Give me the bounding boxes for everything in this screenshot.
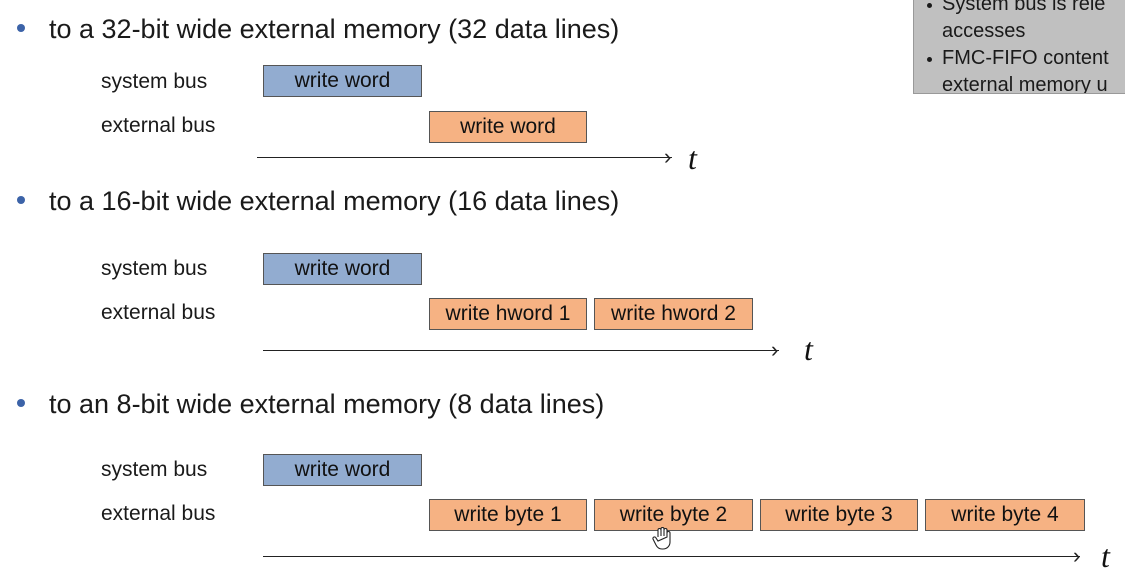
time-axis-label: t	[688, 140, 697, 176]
external-bus-write-box: write byte 3	[760, 499, 918, 531]
external-bus-write-box: write word	[429, 111, 587, 143]
note-line: System bus is rele	[924, 0, 1125, 18]
time-axis	[263, 556, 1080, 557]
time-axis-label: t	[1101, 538, 1110, 574]
bullet-icon	[17, 24, 25, 32]
arrow-head-icon: ›	[771, 337, 779, 362]
system-bus-label: system bus	[101, 257, 208, 280]
bullet-icon	[17, 399, 25, 407]
system-bus-label: system bus	[101, 70, 208, 93]
external-bus-write-box: write hword 2	[594, 298, 753, 330]
bullet-icon	[17, 196, 25, 204]
external-bus-write-box: write byte 2	[594, 499, 753, 531]
hand-cursor-icon	[652, 527, 671, 550]
note-line: accesses	[942, 20, 1026, 42]
time-axis-label: t	[804, 331, 813, 367]
system-bus-write-box: write word	[263, 253, 422, 285]
system-bus-label: system bus	[101, 458, 208, 481]
system-bus-write-box: write word	[263, 454, 422, 486]
external-bus-write-box: write byte 4	[925, 499, 1085, 531]
section-heading-32bit: to a 32-bit wide external memory (32 dat…	[49, 14, 620, 44]
external-bus-label: external bus	[101, 502, 216, 525]
time-axis	[257, 157, 672, 158]
system-bus-write-box: write word	[263, 65, 422, 97]
external-bus-label: external bus	[101, 114, 216, 137]
time-axis	[263, 350, 779, 351]
section-heading-16bit: to a 16-bit wide external memory (16 dat…	[49, 186, 620, 216]
arrow-head-icon: ›	[1073, 543, 1081, 568]
section-heading-8bit: to an 8-bit wide external memory (8 data…	[49, 389, 605, 419]
external-bus-write-box: write byte 1	[429, 499, 587, 531]
arrow-head-icon: ›	[664, 144, 672, 169]
note-line: FMC-FIFO content	[924, 45, 1125, 72]
external-bus-label: external bus	[101, 301, 216, 324]
note-box: System bus is rele accesses FMC-FIFO con…	[913, 0, 1125, 94]
note-line: external memory u	[942, 74, 1108, 94]
external-bus-write-box: write hword 1	[429, 298, 587, 330]
